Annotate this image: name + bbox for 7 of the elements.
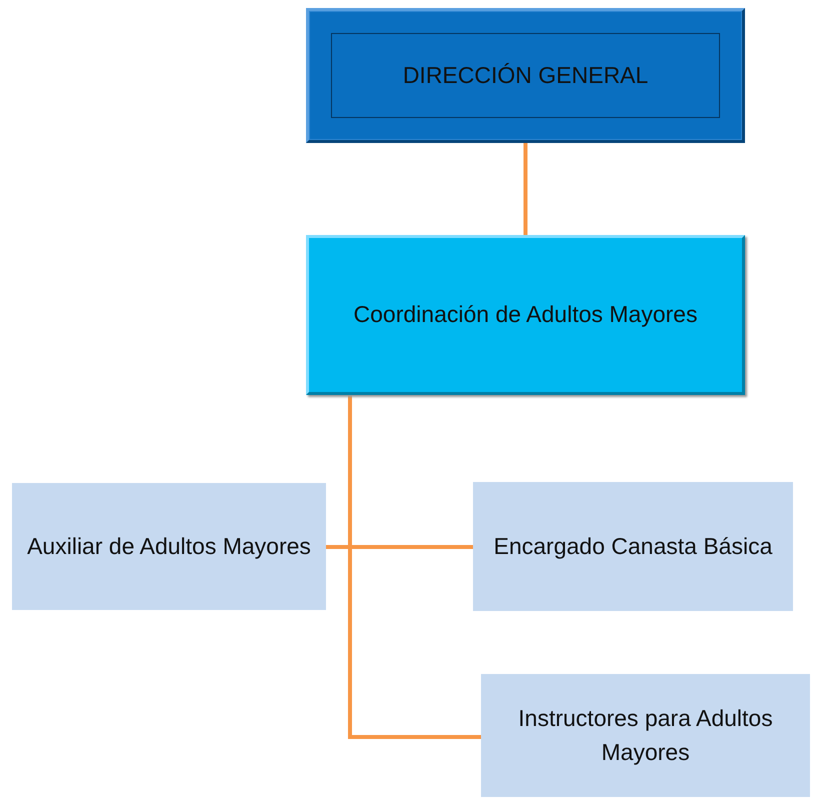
- position-box: Auxiliar de Adultos Mayores: [12, 483, 326, 610]
- connector-line: [524, 143, 528, 235]
- position-box: Instructores para Adultos Mayores: [481, 674, 810, 797]
- title-box: DIRECCIÓN GENERAL: [306, 8, 745, 143]
- connector-line: [348, 395, 481, 739]
- coordination-box: Coordinación de Adultos Mayores: [306, 235, 745, 395]
- position-box: Encargado Canasta Básica: [473, 482, 793, 611]
